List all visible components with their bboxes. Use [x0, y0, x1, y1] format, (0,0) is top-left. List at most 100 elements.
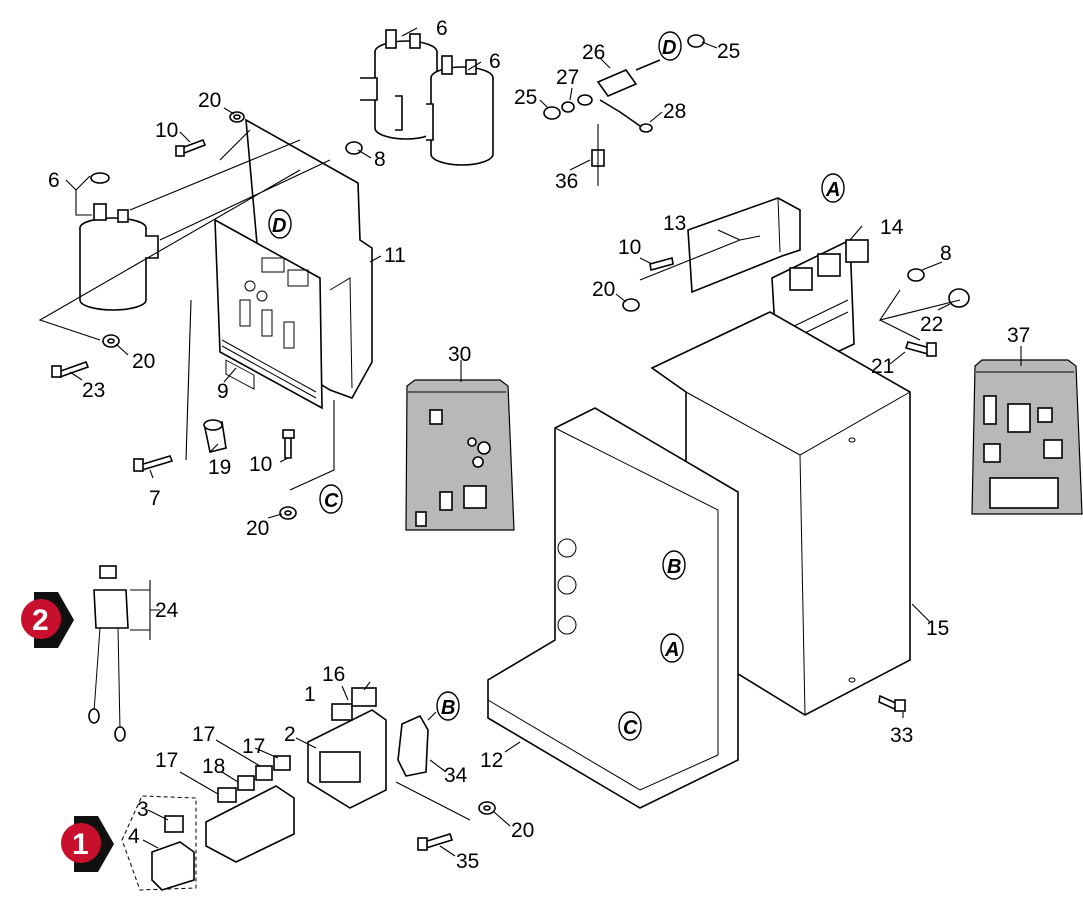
svg-text:2: 2: [32, 604, 49, 637]
control-board: [214, 218, 323, 410]
callout-20: 20: [198, 89, 221, 112]
solenoid-top-left: [360, 29, 438, 140]
svg-text:A: A: [664, 639, 679, 661]
washer-20-bottom: [478, 801, 496, 815]
parts-bag-37: [971, 359, 1083, 515]
svg-text:C: C: [324, 490, 339, 512]
svg-text:1: 1: [72, 828, 89, 861]
callout-18: 18: [202, 755, 225, 778]
callout-19: 19: [208, 456, 231, 479]
callout-17: 17: [155, 749, 178, 772]
callout-6: 6: [436, 17, 448, 40]
callout-17: 17: [242, 735, 265, 758]
bolt-7: [133, 455, 174, 472]
callout-17: 17: [192, 723, 215, 746]
fuse-block-2: [307, 709, 387, 809]
callout-25: 25: [717, 40, 740, 63]
svg-text:D: D: [662, 37, 676, 59]
bolt-23: [51, 360, 90, 379]
callout-4: 4: [128, 825, 140, 848]
callout-23: 23: [82, 379, 105, 402]
callout-2: 2: [284, 723, 296, 746]
callout-16: 16: [322, 663, 345, 686]
svg-text:D: D: [272, 215, 286, 237]
callout-10: 10: [618, 236, 641, 259]
callout-35: 35: [456, 850, 479, 873]
ref-bubble-B-terminal: B: [436, 691, 460, 721]
callout-labels: 6 6 6 20 10 8 11 9 20 23 19 7 10 20 26 2…: [48, 17, 1030, 873]
callout-6: 6: [48, 169, 60, 192]
chassis-base: [487, 407, 739, 809]
callout-14: 14: [880, 216, 904, 239]
step-marker-1: 1: [61, 816, 114, 872]
nut-8-upper: [345, 141, 363, 155]
callout-1: 1: [304, 683, 316, 706]
fuse-18: [237, 775, 255, 791]
callout-20: 20: [592, 278, 615, 301]
ref-bubble-A-chassis: A: [660, 633, 684, 663]
ref-bubble-C-panel: C: [319, 484, 343, 514]
callout-8: 8: [940, 242, 952, 265]
callout-6: 6: [489, 50, 501, 73]
leader-lines: [38, 27, 1022, 857]
callout-12: 12: [480, 749, 503, 772]
terminal-34: [397, 714, 429, 777]
fuse-17-b: [255, 765, 273, 781]
bolt-10-upper: [174, 138, 207, 157]
fuse-17-a: [217, 787, 237, 803]
callout-20: 20: [132, 350, 155, 373]
callout-10: 10: [155, 119, 178, 142]
callout-24: 24: [155, 599, 179, 622]
washer-20-left: [102, 334, 120, 348]
washer-20-lower: [279, 506, 297, 520]
callout-22: 22: [920, 313, 943, 336]
callout-28: 28: [663, 100, 686, 123]
ref-bubble-C-chassis: C: [618, 711, 642, 741]
callout-9: 9: [217, 380, 229, 403]
callout-10: 10: [249, 453, 272, 476]
ref-bubble-D-cable: D: [658, 31, 682, 61]
svg-text:B: B: [441, 697, 455, 719]
parts-bag-30: [405, 379, 515, 531]
svg-text:B: B: [667, 556, 681, 578]
fuse-holder-group: [121, 795, 197, 891]
callout-20: 20: [246, 517, 269, 540]
ref-bubble-B-chassis: B: [662, 550, 686, 580]
ref-bubble-A-top: A: [821, 173, 845, 203]
callout-11: 11: [384, 244, 406, 267]
callout-20: 20: [511, 819, 534, 842]
fuse-1: [331, 703, 353, 721]
svg-text:A: A: [825, 179, 840, 201]
bolt-10-lower: [282, 429, 295, 459]
callout-3: 3: [137, 798, 149, 821]
solenoid-left: [79, 172, 159, 311]
fuse-block-18: [205, 785, 295, 863]
callout-21: 21: [871, 355, 894, 378]
callout-25: 25: [514, 86, 537, 109]
fuse-17-c: [273, 755, 291, 771]
callout-8: 8: [374, 148, 386, 171]
ref-bubble-D-board: D: [268, 209, 292, 239]
cable-assembly: [543, 34, 705, 167]
callout-26: 26: [582, 41, 605, 64]
standoff-19: [203, 419, 227, 453]
hardware-right-board: [622, 256, 970, 357]
callout-27: 27: [556, 66, 579, 89]
fuse-16: [351, 687, 377, 707]
callout-36: 36: [555, 170, 578, 193]
callout-7: 7: [149, 487, 161, 510]
callout-13: 13: [663, 212, 686, 235]
callout-37: 37: [1007, 324, 1030, 347]
bolt-35: [417, 833, 454, 851]
callout-15: 15: [926, 617, 949, 640]
washer-20-upper: [229, 111, 245, 123]
mounting-bracket: [687, 197, 801, 294]
svg-text:C: C: [623, 717, 638, 739]
step-marker-2: 2: [21, 592, 74, 648]
callout-30: 30: [448, 343, 471, 366]
fuse-holder-24: [88, 565, 129, 742]
callout-34: 34: [444, 764, 468, 787]
callout-33: 33: [890, 724, 913, 747]
solenoid-top-right: [426, 55, 494, 166]
